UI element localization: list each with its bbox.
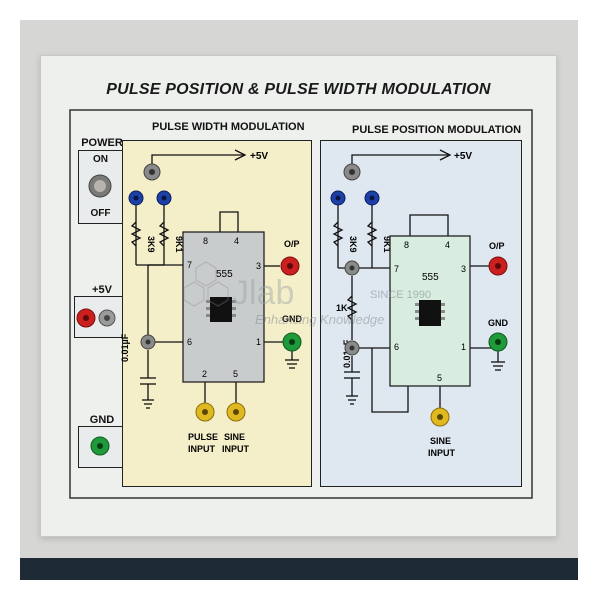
pwm-r2-socket[interactable]: [156, 190, 172, 206]
pwm-ic-label: 555: [216, 269, 233, 280]
ppm-pin1: 1: [461, 342, 466, 352]
ppm-resistor-3k9: [332, 221, 344, 247]
pwm-pin6: 6: [187, 337, 192, 347]
ppm-r1-label: 3K9: [348, 236, 358, 253]
ppm-pin6: 6: [394, 342, 399, 352]
pwm-cap-label: 0.01µF: [120, 333, 130, 362]
pwm-r1-socket[interactable]: [128, 190, 144, 206]
ground-socket-green[interactable]: [90, 436, 110, 456]
pwm-ic-chip: [210, 297, 232, 322]
pwm-resistor-9k1: [158, 221, 170, 247]
supply-label: +5V: [92, 284, 112, 296]
ppm-pin5: 5: [437, 373, 442, 383]
photo-edge: [20, 558, 578, 580]
ppm-sine-input-label-b: INPUT: [428, 448, 456, 458]
ppm-vcc-socket[interactable]: [343, 163, 361, 181]
pwm-output-label: O/P: [284, 239, 300, 249]
ppm-r2-label: 9K1: [382, 236, 392, 253]
pwm-resistor-3k9: [130, 221, 142, 247]
power-label: POWER: [81, 137, 123, 149]
pwm-sine-input-label-a: SINE: [224, 432, 245, 442]
pwm-gnd-label: GND: [282, 314, 303, 324]
pwm-vcc-label: +5V: [250, 151, 268, 162]
ppm-output-socket[interactable]: [488, 256, 508, 276]
ppm-pin7: 7: [394, 264, 399, 274]
ppm-cap-label: 0.01µF: [342, 339, 352, 368]
ppm-pin8: 8: [404, 240, 409, 250]
ground-label: GND: [89, 414, 115, 426]
pwm-sine-input-label-b: INPUT: [222, 444, 250, 454]
pwm-r1-label: 3K9: [146, 236, 156, 253]
pwm-gnd-socket[interactable]: [282, 332, 302, 352]
power-toggle-switch[interactable]: [88, 174, 112, 198]
pwm-pin4: 4: [234, 236, 239, 246]
ppm-title: PULSE POSITION MODULATION: [352, 124, 522, 136]
board-frame: [69, 109, 533, 499]
ppm-r1-socket[interactable]: [330, 190, 346, 206]
watermark-since: SINCE 1990: [370, 289, 431, 301]
ppm-gnd-label: GND: [488, 318, 509, 328]
pwm-r2-label: 9K1: [174, 236, 184, 253]
ppm-sine-input-label-a: SINE: [430, 436, 451, 446]
ppm-r2-socket[interactable]: [364, 190, 380, 206]
pwm-pin1: 1: [256, 337, 261, 347]
watermark-logo: [183, 261, 229, 307]
pwm-sine-input-socket[interactable]: [226, 402, 246, 422]
supply-socket-grey[interactable]: [98, 309, 116, 327]
ppm-cap-socket[interactable]: [344, 340, 360, 356]
pwm-pin3: 3: [256, 261, 261, 271]
board-title: PULSE POSITION & PULSE WIDTH MODULATION: [106, 81, 491, 98]
pwm-pulse-input-label-b: INPUT: [188, 444, 216, 454]
ppm-output-label: O/P: [489, 241, 505, 251]
pwm-pulse-input-label-a: PULSE: [188, 432, 218, 442]
ppm-r3-label: 1K: [336, 303, 348, 313]
power-off-label: OFF: [90, 208, 111, 219]
pwm-vcc-socket[interactable]: [143, 163, 161, 181]
pwm-output-socket[interactable]: [280, 256, 300, 276]
ppm-pin4: 4: [445, 240, 450, 250]
ppm-r3-socket[interactable]: [344, 260, 360, 276]
watermark-tagline: Enhancing Knowledge: [255, 312, 384, 327]
pwm-pin7: 7: [187, 260, 192, 270]
ppm-sine-input-socket[interactable]: [430, 407, 450, 427]
ppm-ic-label: 555: [422, 272, 439, 283]
pwm-title: PULSE WIDTH MODULATION: [152, 121, 305, 133]
pwm-pin2: 2: [202, 369, 207, 379]
ppm-resistor-1k: [346, 295, 358, 321]
watermark-brand: Jlab: [232, 274, 294, 312]
pwm-pin8: 8: [203, 236, 208, 246]
ppm-resistor-9k1: [366, 221, 378, 247]
pwm-pin5: 5: [233, 369, 238, 379]
ppm-ic-chip: [419, 300, 441, 326]
pwm-cap-socket[interactable]: [140, 334, 156, 350]
power-on-label: ON: [93, 154, 108, 165]
supply-socket-red[interactable]: [76, 308, 96, 328]
pwm-pulse-input-socket[interactable]: [195, 402, 215, 422]
ppm-vcc-label: +5V: [454, 151, 472, 162]
ppm-gnd-socket[interactable]: [488, 332, 508, 352]
ppm-pin3: 3: [461, 264, 466, 274]
